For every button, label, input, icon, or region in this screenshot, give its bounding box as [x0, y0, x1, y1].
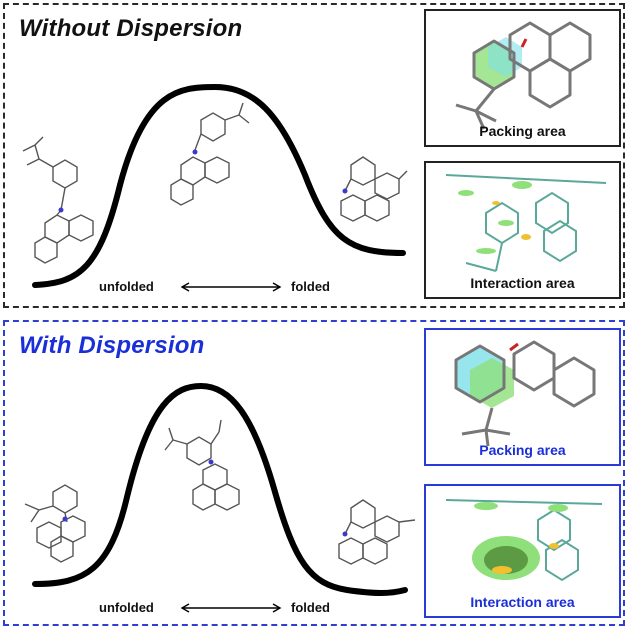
inset-caption-interaction: Interaction area [470, 275, 575, 291]
interaction-structure-image [445, 174, 607, 272]
inset-interaction-area: Interaction area [424, 161, 621, 299]
energy-diagram [24, 382, 416, 613]
inset-caption-packing: Packing area [479, 123, 566, 139]
double-arrow-icon [180, 603, 282, 613]
left-state-label: unfolded [99, 600, 154, 615]
panel-with-dispersion: With Dispersion [3, 320, 625, 626]
inset-packing-area: Packing area [424, 328, 621, 466]
panel-title: Without Dispersion [19, 15, 243, 42]
inset-caption-interaction: Interaction area [470, 594, 575, 610]
inset-interaction-area: Interaction area [424, 484, 621, 618]
right-state-label: folded [291, 600, 330, 615]
panel-without-dispersion: Without Dispersion [3, 3, 625, 308]
molecule-transition [170, 102, 250, 206]
inset-packing-area: Packing area [424, 9, 621, 147]
right-state-label: folded [291, 279, 330, 294]
packing-structure-image [455, 21, 592, 130]
molecule-unfolded [24, 484, 86, 563]
interaction-structure-image [445, 499, 603, 582]
molecule-transition [164, 419, 240, 511]
left-state-label: unfolded [99, 279, 154, 294]
energy-curve [32, 83, 406, 288]
energy-diagram [22, 83, 408, 292]
molecule-unfolded [22, 136, 94, 264]
energy-curve [32, 382, 408, 596]
inset-caption-packing: Packing area [479, 442, 566, 458]
packing-structure-image [454, 340, 596, 447]
molecule-folded [338, 499, 416, 565]
molecule-folded [340, 156, 408, 222]
panel-title: With Dispersion [19, 332, 205, 359]
double-arrow-icon [180, 282, 282, 292]
